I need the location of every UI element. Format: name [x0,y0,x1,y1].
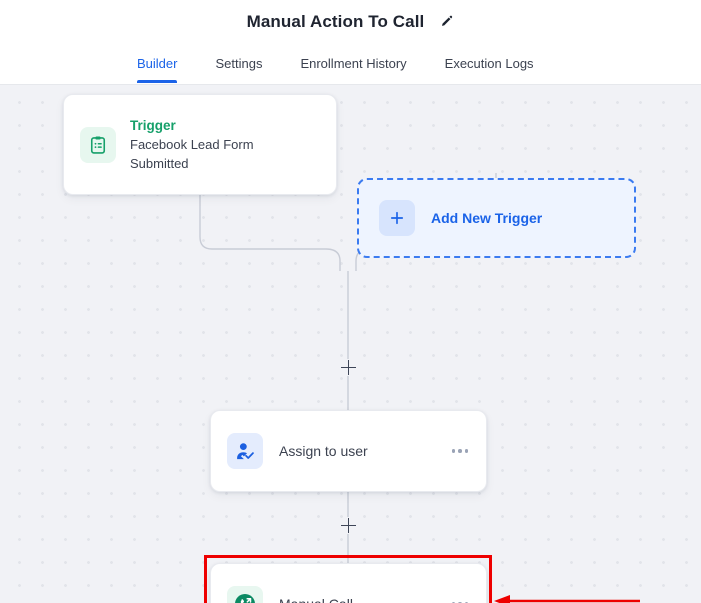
trigger-subtitle-line-1: Facebook Lead Form [130,137,254,152]
add-step-button-after-assign-to-user[interactable] [340,517,357,534]
add-new-trigger-button[interactable]: Add New Trigger [357,178,636,258]
page-title: Manual Action To Call [246,11,425,31]
tab-settings[interactable]: Settings [215,56,263,71]
add-step-button-after-triggers[interactable] [340,359,357,376]
action-label-manual-call: Manual Call [279,596,450,603]
action-node-manual-call[interactable]: Manual Call [210,563,487,603]
user-check-icon [227,433,263,469]
pencil-icon[interactable] [438,14,454,30]
trigger-node[interactable]: Trigger Facebook Lead Form Submitted [63,94,337,195]
action-node-assign-to-user[interactable]: Assign to user [210,410,487,492]
plus-icon [379,200,415,236]
tab-builder[interactable]: Builder [137,43,178,83]
trigger-subtitle-line-2: Submitted [130,156,189,171]
page-header: Manual Action To Call [0,0,701,43]
action-label-assign-to-user: Assign to user [279,443,368,459]
outgoing-call-icon [227,586,263,603]
ellipsis-icon-manual-call[interactable] [450,596,471,603]
trigger-label: Trigger [130,118,176,133]
add-new-trigger-label: Add New Trigger [431,210,543,226]
annotation-arrow-icon [494,595,640,603]
tab-execution-logs[interactable]: Execution Logs [444,56,534,71]
clipboard-list-icon [80,126,116,163]
tab-bar: Builder Settings Enrollment History Exec… [0,43,701,85]
trigger-text-block: Trigger Facebook Lead Form Submitted [130,116,254,173]
tab-enrollment-history[interactable]: Enrollment History [300,56,407,71]
ellipsis-icon-assign-to-user[interactable] [450,443,471,459]
workflow-canvas[interactable]: Trigger Facebook Lead Form Submitted Add… [0,85,701,603]
